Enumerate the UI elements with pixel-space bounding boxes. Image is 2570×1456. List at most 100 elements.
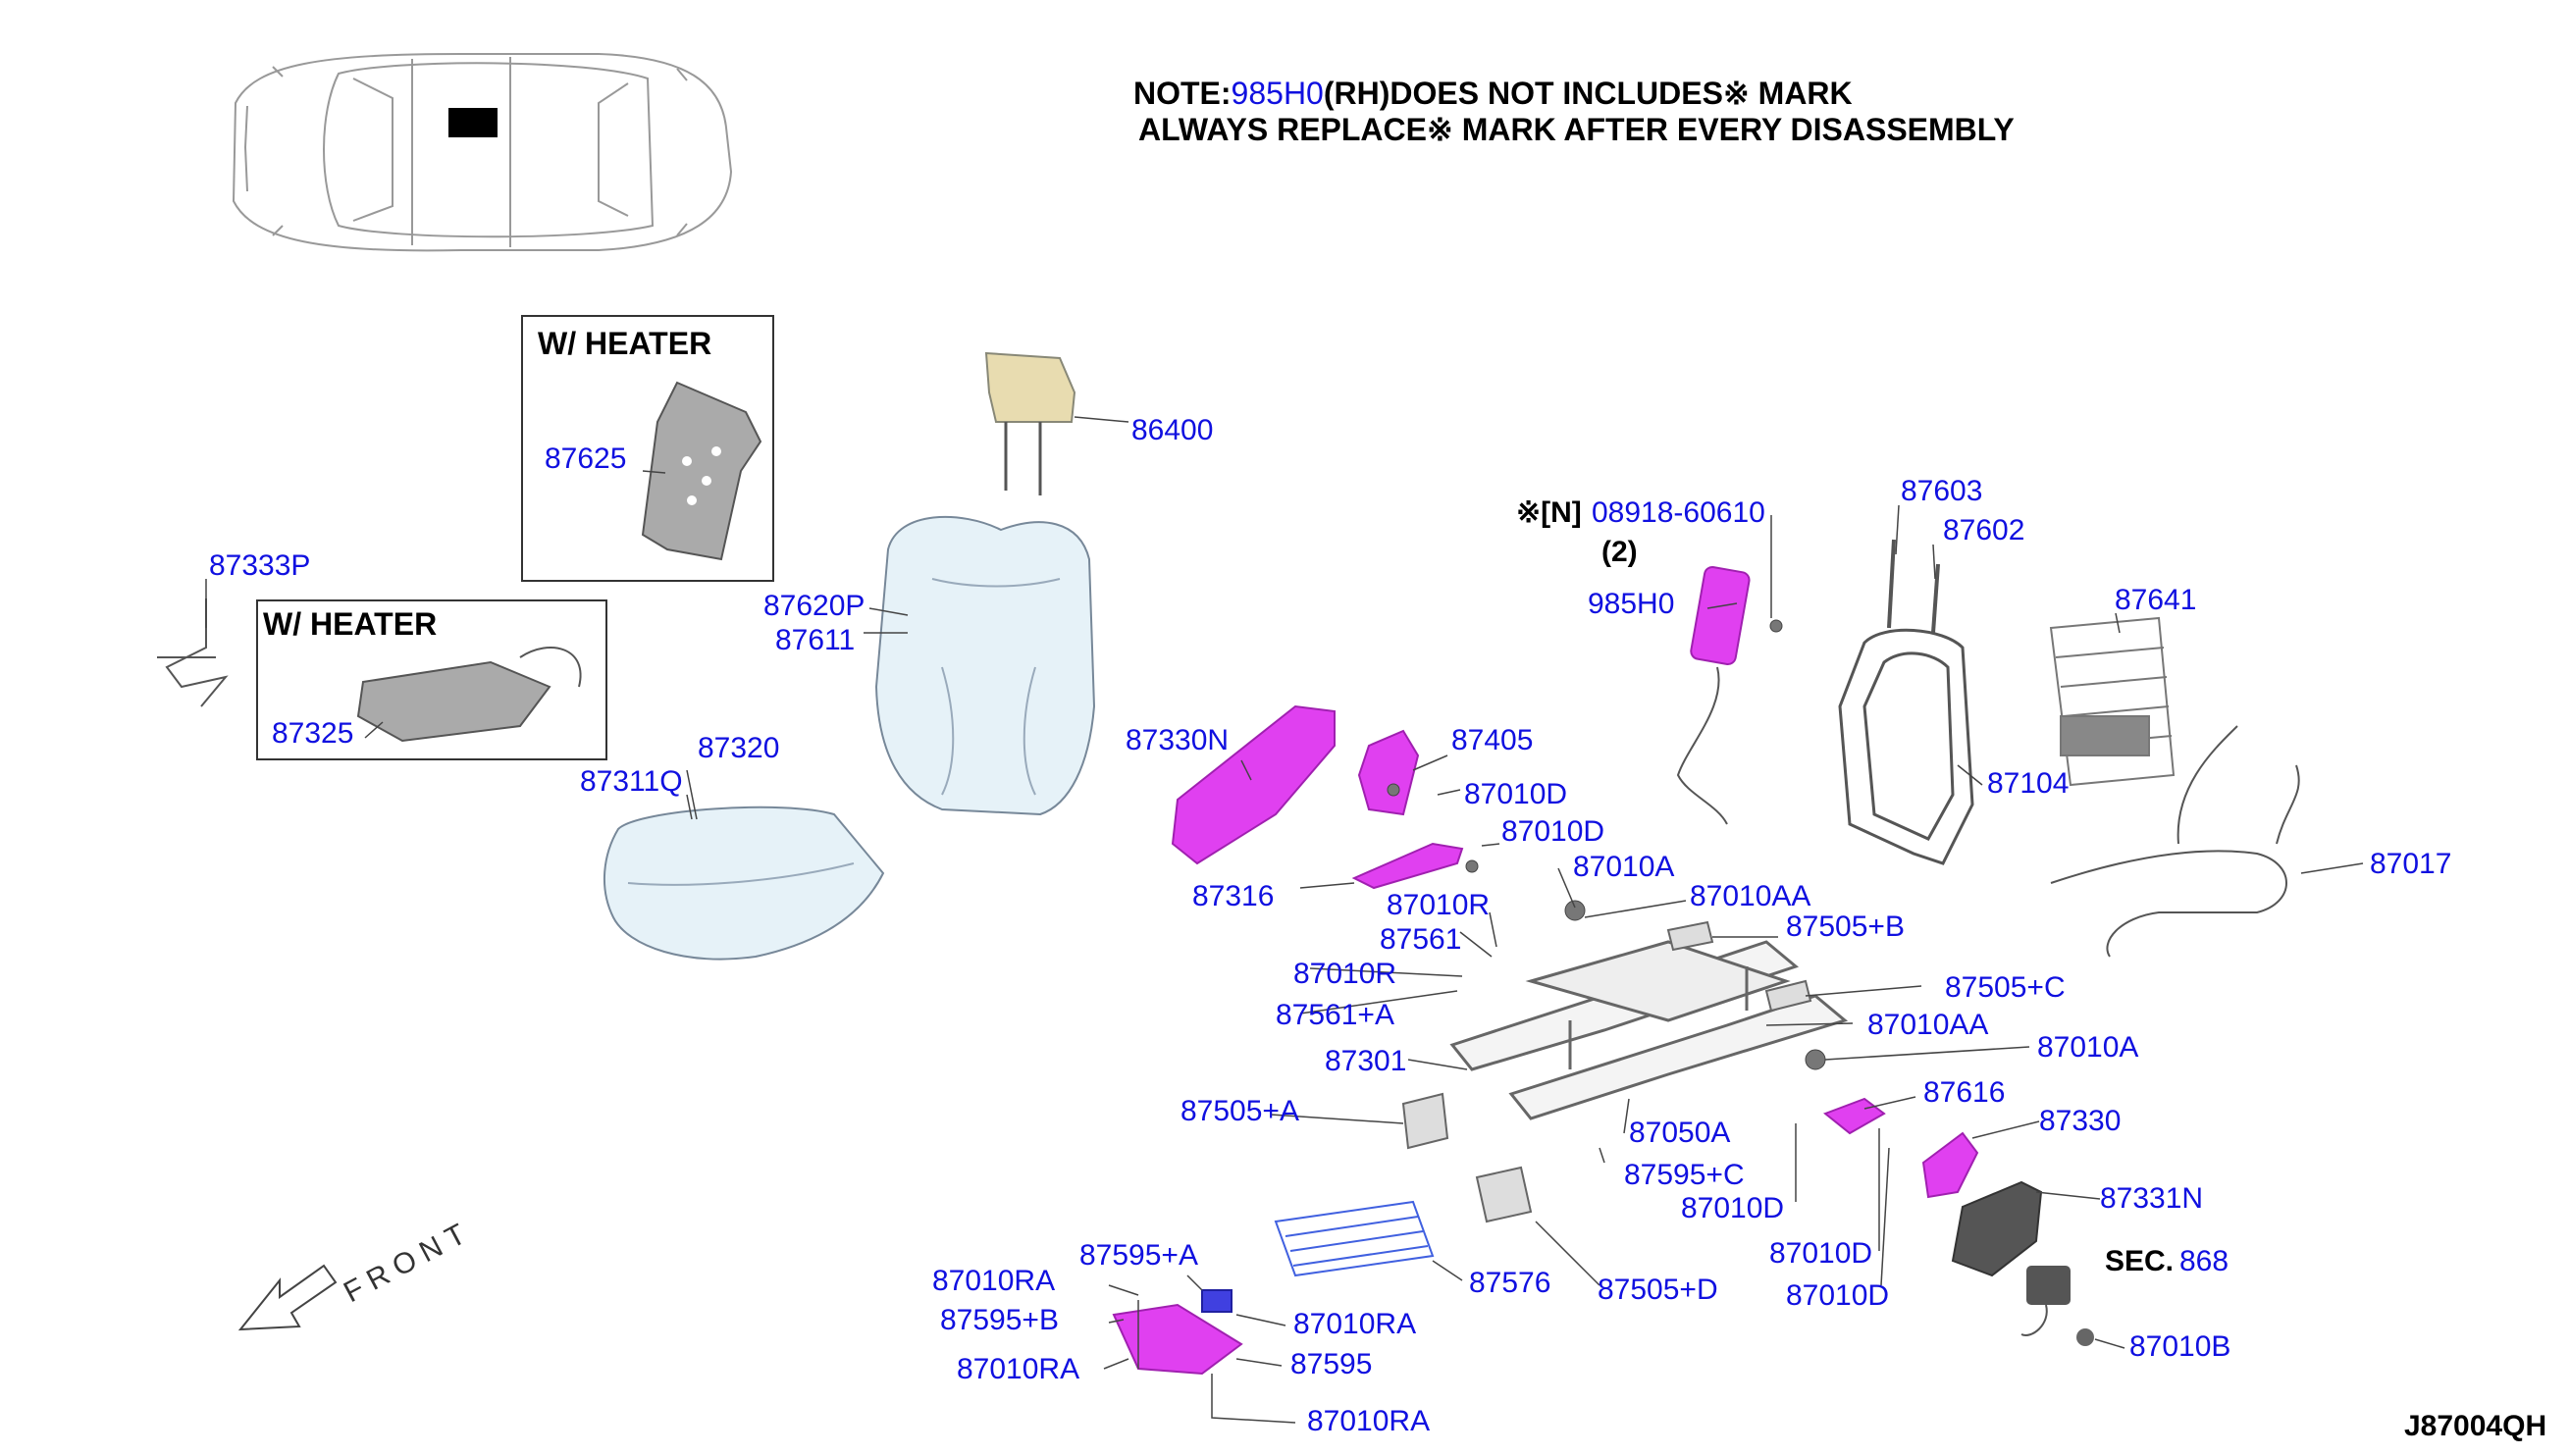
heater-label-cushion: W/ HEATER [263,606,438,642]
part-label-985H0[interactable]: 985H0 [1588,588,1675,620]
heater-box-back [521,315,774,582]
part-label-87603[interactable]: 87603 [1901,475,1983,507]
part-label-87010RA-2[interactable]: 87010RA [1293,1308,1417,1340]
seat-back-frame [1838,628,1974,865]
part-label-87320[interactable]: 87320 [698,732,780,764]
part-label-87010RA-1[interactable]: 87010RA [932,1265,1056,1297]
note-line-2: ALWAYS REPLACE※ MARK AFTER EVERY DISASSE… [1138,114,2015,145]
part-label-87602[interactable]: 87602 [1943,514,2025,546]
wire-harness-985H0 [1676,666,1728,825]
part-label-87561[interactable]: 87561 [1380,923,1462,956]
part-label-87104[interactable]: 87104 [1987,767,2070,800]
part-label-87010R-2[interactable]: 87010R [1293,958,1397,990]
quantity-2: (2) [1601,536,1638,568]
seat-track-frame [1449,940,1849,1120]
part-label-87010A-2[interactable]: 87010A [2037,1031,2139,1064]
part-label-87505A[interactable]: 87505+A [1180,1095,1299,1127]
note-part-link[interactable]: 985H0 [1231,76,1324,111]
part-label-87330[interactable]: 87330 [2039,1105,2122,1137]
wire-harness-87017 [2050,725,2300,958]
bracket-87505B [1666,920,1714,952]
seat-cushion [603,806,885,961]
headrest [984,351,1076,495]
part-label-87010RA-4[interactable]: 87010RA [1307,1405,1431,1437]
cover-87616 [1823,1097,1886,1135]
part-label-87010D-1[interactable]: 87010D [1464,778,1568,810]
note-text-1: DOES NOT INCLUDES※ MARK [1390,76,1853,111]
bracket-87595A [1201,1289,1233,1313]
bracket-87505C [1764,979,1812,1013]
trim-87316 [1351,842,1464,890]
n-mark: ※[N] [1516,496,1582,529]
part-label-87010AA-2[interactable]: 87010AA [1867,1009,1989,1041]
side-trim-87330N [1171,704,1336,865]
part-label-87325[interactable]: 87325 [272,717,354,750]
bracket-87505D [1475,1166,1533,1223]
switch-assembly-868 [2020,1266,2094,1346]
car-top-view [232,53,733,252]
part-label-87595[interactable]: 87595 [1290,1348,1373,1380]
part-label-87010D-3[interactable]: 87010D [1681,1192,1785,1224]
heater-box-cushion [256,599,607,760]
part-label-87405[interactable]: 87405 [1451,724,1534,756]
part-label-87505D[interactable]: 87505+D [1598,1274,1718,1306]
diagram-code: J87004QH [2404,1410,2547,1442]
spring-mat-87576 [1274,1200,1435,1277]
part-label-87576[interactable]: 87576 [1469,1267,1551,1299]
part-label-87316[interactable]: 87316 [1192,880,1275,912]
cushion-heater-pad [356,647,582,743]
part-label-87010AA-1[interactable]: 87010AA [1690,880,1811,912]
sec-868-link[interactable]: 868 [2179,1245,2229,1277]
guide-rod-87603 [1887,539,1896,629]
note-text-2b: ※ MARK AFTER EVERY DISASSEMBLY [1426,112,2015,147]
part-label-87641[interactable]: 87641 [2115,584,2197,616]
part-label-87010A-1[interactable]: 87010A [1573,851,1675,883]
part-label-87561A[interactable]: 87561+A [1276,999,1394,1031]
part-label-87311Q[interactable]: 87311Q [580,765,683,798]
part-label-87620P[interactable]: 87620P [763,590,865,622]
part-label-87505B[interactable]: 87505+B [1786,910,1905,943]
side-panel-87331N [1951,1180,2043,1277]
bracket-87505A [1401,1092,1449,1150]
part-label-87595B[interactable]: 87595+B [940,1304,1059,1336]
note-prefix: NOTE: [1133,76,1232,111]
part-label-87050A[interactable]: 87050A [1629,1117,1731,1149]
note-rh: (RH) [1323,76,1390,111]
cover-87330 [1921,1131,1979,1199]
part-label-87505C[interactable]: 87505+C [1945,971,2066,1004]
part-label-87595A[interactable]: 87595+A [1079,1239,1198,1272]
part-label-87010D-2[interactable]: 87010D [1501,815,1605,848]
side-airbag-985H0 [1690,565,1751,665]
part-label-87017[interactable]: 87017 [2370,848,2452,880]
part-label-87625[interactable]: 87625 [545,442,627,475]
front-arrow [237,1264,338,1331]
part-label-87331N[interactable]: 87331N [2100,1182,2204,1215]
part-label-87611[interactable]: 87611 [775,624,856,656]
part-label-87010RA-3[interactable]: 87010RA [957,1353,1080,1385]
note-line-1: NOTE:985H0(RH)DOES NOT INCLUDES※ MARK [1133,78,1853,109]
part-label-87616[interactable]: 87616 [1923,1076,2006,1109]
note-text-2: ALWAYS REPLACE [1138,112,1427,147]
part-label-08918-60610[interactable]: 08918-60610 [1592,496,1765,529]
harness-87333P [157,598,229,707]
part-label-87010D-4[interactable]: 87010D [1769,1237,1873,1270]
leader-lines [205,416,2364,1424]
seat-back-heater-pad [641,381,762,561]
heater-label-back: W/ HEATER [538,326,712,361]
seat-location-marker [448,108,498,137]
sec-prefix: SEC. [2105,1245,2175,1277]
trim-87405 [1357,729,1420,816]
part-label-87010B[interactable]: 87010B [2129,1330,2231,1363]
part-label-87333P[interactable]: 87333P [209,549,311,582]
part-label-87010R-1[interactable]: 87010R [1387,889,1491,921]
seat-back [874,515,1096,816]
part-label-87330N[interactable]: 87330N [1126,724,1230,756]
lumbar-support-87641 [2049,616,2176,787]
cover-87595 [1112,1303,1243,1376]
part-label-86400[interactable]: 86400 [1131,414,1214,446]
part-label-87301[interactable]: 87301 [1325,1045,1407,1077]
part-label-87595C[interactable]: 87595+C [1624,1159,1745,1191]
guide-rod-87602 [1931,563,1940,634]
part-label-87010D-5[interactable]: 87010D [1786,1279,1890,1312]
